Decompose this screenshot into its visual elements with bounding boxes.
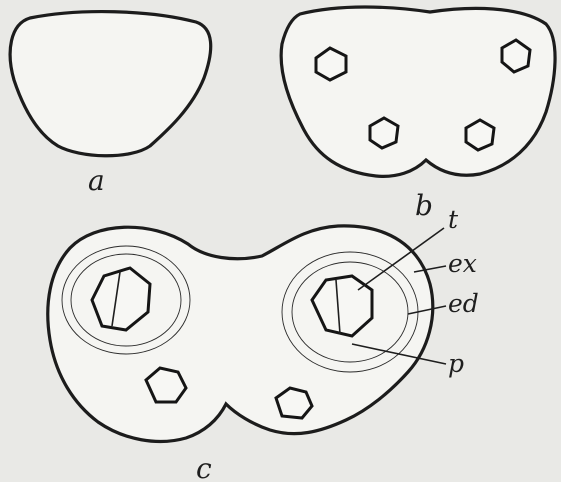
annotation-ed: ed — [448, 289, 479, 318]
panel-b-bundle — [370, 118, 398, 148]
panel-b-bundle — [466, 120, 494, 150]
panel-b-section — [281, 7, 555, 176]
vascular-bundle — [276, 388, 312, 418]
panel-c: c — [48, 226, 433, 482]
panel-c-label: c — [196, 452, 212, 482]
panel-c-section — [48, 226, 433, 442]
annotation-t: t — [448, 205, 459, 234]
panel-b-label: b — [415, 189, 433, 222]
panel-a-section — [10, 12, 211, 156]
annotation-ex: ex — [448, 249, 477, 278]
panel-b: b — [281, 7, 555, 222]
panel-a-label: a — [88, 164, 105, 197]
panel-a: a — [10, 12, 211, 197]
annotation-p: p — [448, 349, 464, 378]
